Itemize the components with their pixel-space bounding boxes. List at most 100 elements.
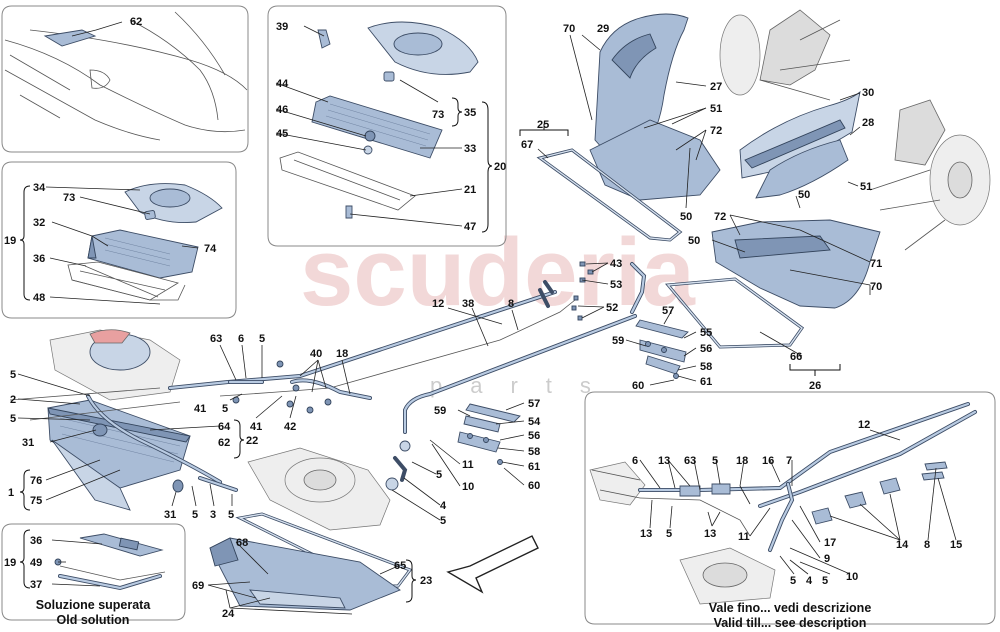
callout-18: 18 — [736, 455, 748, 467]
callout-66: 66 — [790, 351, 802, 363]
old-solution-caption-en: Old solution — [57, 613, 130, 627]
old-solution-caption-it: Soluzione superata — [36, 598, 152, 612]
callout-32: 32 — [33, 217, 45, 229]
inset-car-front — [1, 5, 249, 153]
callout-11: 11 — [462, 459, 474, 471]
callout-7: 7 — [786, 455, 792, 467]
callout-8: 8 — [924, 539, 930, 551]
callout-43: 43 — [610, 258, 622, 270]
callout-58: 58 — [528, 446, 540, 458]
callout-25: 25 — [537, 119, 549, 131]
callout-54: 54 — [528, 416, 541, 428]
leader-lines — [17, 21, 957, 615]
callout-52: 52 — [606, 302, 618, 314]
callout-30: 30 — [862, 87, 874, 99]
callout-28: 28 — [862, 117, 874, 129]
callout-5: 5 — [259, 333, 265, 345]
left-radiator-group — [9, 329, 238, 511]
callout-38: 38 — [462, 298, 474, 310]
callout-17: 17 — [824, 537, 836, 549]
callout-60: 60 — [632, 380, 644, 392]
inset-radiator-left — [1, 161, 237, 319]
callout-62: 62 — [218, 437, 230, 449]
callout-26: 26 — [809, 380, 821, 392]
callout-13: 13 — [658, 455, 670, 467]
callout-33: 33 — [464, 143, 476, 155]
callout-20: 20 — [494, 161, 506, 173]
callout-72: 72 — [710, 125, 722, 137]
callout-37: 37 — [30, 579, 42, 591]
callout-12: 12 — [432, 298, 444, 310]
center-shroud-group — [209, 447, 413, 611]
callout-5: 5 — [666, 528, 672, 540]
old-solution-parts — [54, 533, 166, 591]
callout-40: 40 — [310, 348, 322, 360]
callout-5: 5 — [222, 403, 228, 415]
callout-5: 5 — [822, 575, 828, 587]
callout-46: 46 — [276, 104, 288, 116]
callout-47: 47 — [464, 221, 476, 233]
callout-19: 19 — [4, 557, 16, 569]
callout-60: 60 — [528, 480, 540, 492]
valid-till-caption-it: Vale fino... vedi descrizione — [709, 601, 872, 615]
callout-10: 10 — [462, 481, 474, 493]
callout-5: 5 — [10, 413, 16, 425]
inset-radiator-center — [267, 5, 507, 247]
callout-13: 13 — [640, 528, 652, 540]
radiator-assembly-left — [67, 183, 223, 301]
suspension-sketch — [719, 9, 991, 251]
callout-42: 42 — [284, 421, 296, 433]
part-62-bracket — [43, 29, 97, 47]
callout-23: 23 — [420, 575, 432, 587]
callout-11: 11 — [738, 531, 750, 543]
callout-24: 24 — [222, 608, 235, 620]
callout-15: 15 — [950, 539, 962, 551]
callout-64: 64 — [218, 421, 231, 433]
callout-5: 5 — [436, 469, 442, 481]
callout-50: 50 — [688, 235, 700, 247]
callout-5: 5 — [10, 369, 16, 381]
callout-73: 73 — [432, 109, 444, 121]
callout-5: 5 — [440, 515, 446, 527]
callout-4: 4 — [806, 575, 813, 587]
callout-36: 36 — [30, 535, 42, 547]
callout-50: 50 — [798, 189, 810, 201]
coolant-pipes — [168, 262, 647, 491]
callout-41: 41 — [194, 403, 206, 415]
brackets-upper — [635, 319, 689, 379]
callout-75: 75 — [30, 495, 42, 507]
callout-16: 16 — [762, 455, 774, 467]
callout-71: 71 — [870, 258, 882, 270]
callout-13: 13 — [704, 528, 716, 540]
callout-61: 61 — [700, 376, 712, 388]
callout-18: 18 — [336, 348, 348, 360]
callout-59: 59 — [434, 405, 446, 417]
inset-valid-till — [584, 391, 996, 625]
watermark-sub: parts — [430, 373, 619, 398]
callout-34: 34 — [33, 182, 46, 194]
callout-5: 5 — [192, 509, 198, 521]
callout-8: 8 — [508, 298, 514, 310]
callout-14: 14 — [896, 539, 909, 551]
valid-till-parts — [589, 402, 977, 605]
callout-53: 53 — [610, 279, 622, 291]
callout-55: 55 — [700, 327, 712, 339]
callout-59: 59 — [612, 335, 624, 347]
callout-56: 56 — [528, 430, 540, 442]
callout-50: 50 — [680, 211, 692, 223]
callout-36: 36 — [33, 253, 45, 265]
callout-45: 45 — [276, 128, 288, 140]
callout-5: 5 — [712, 455, 718, 467]
callout-5: 5 — [228, 509, 234, 521]
callout-2: 2 — [10, 394, 16, 406]
callout-73: 73 — [63, 192, 75, 204]
callout-4: 4 — [440, 500, 447, 512]
callout-1: 1 — [8, 487, 14, 499]
callout-6: 6 — [632, 455, 638, 467]
callout-69: 69 — [192, 580, 204, 592]
callout-21: 21 — [464, 184, 476, 196]
callout-41: 41 — [250, 421, 262, 433]
callout-31: 31 — [164, 509, 176, 521]
